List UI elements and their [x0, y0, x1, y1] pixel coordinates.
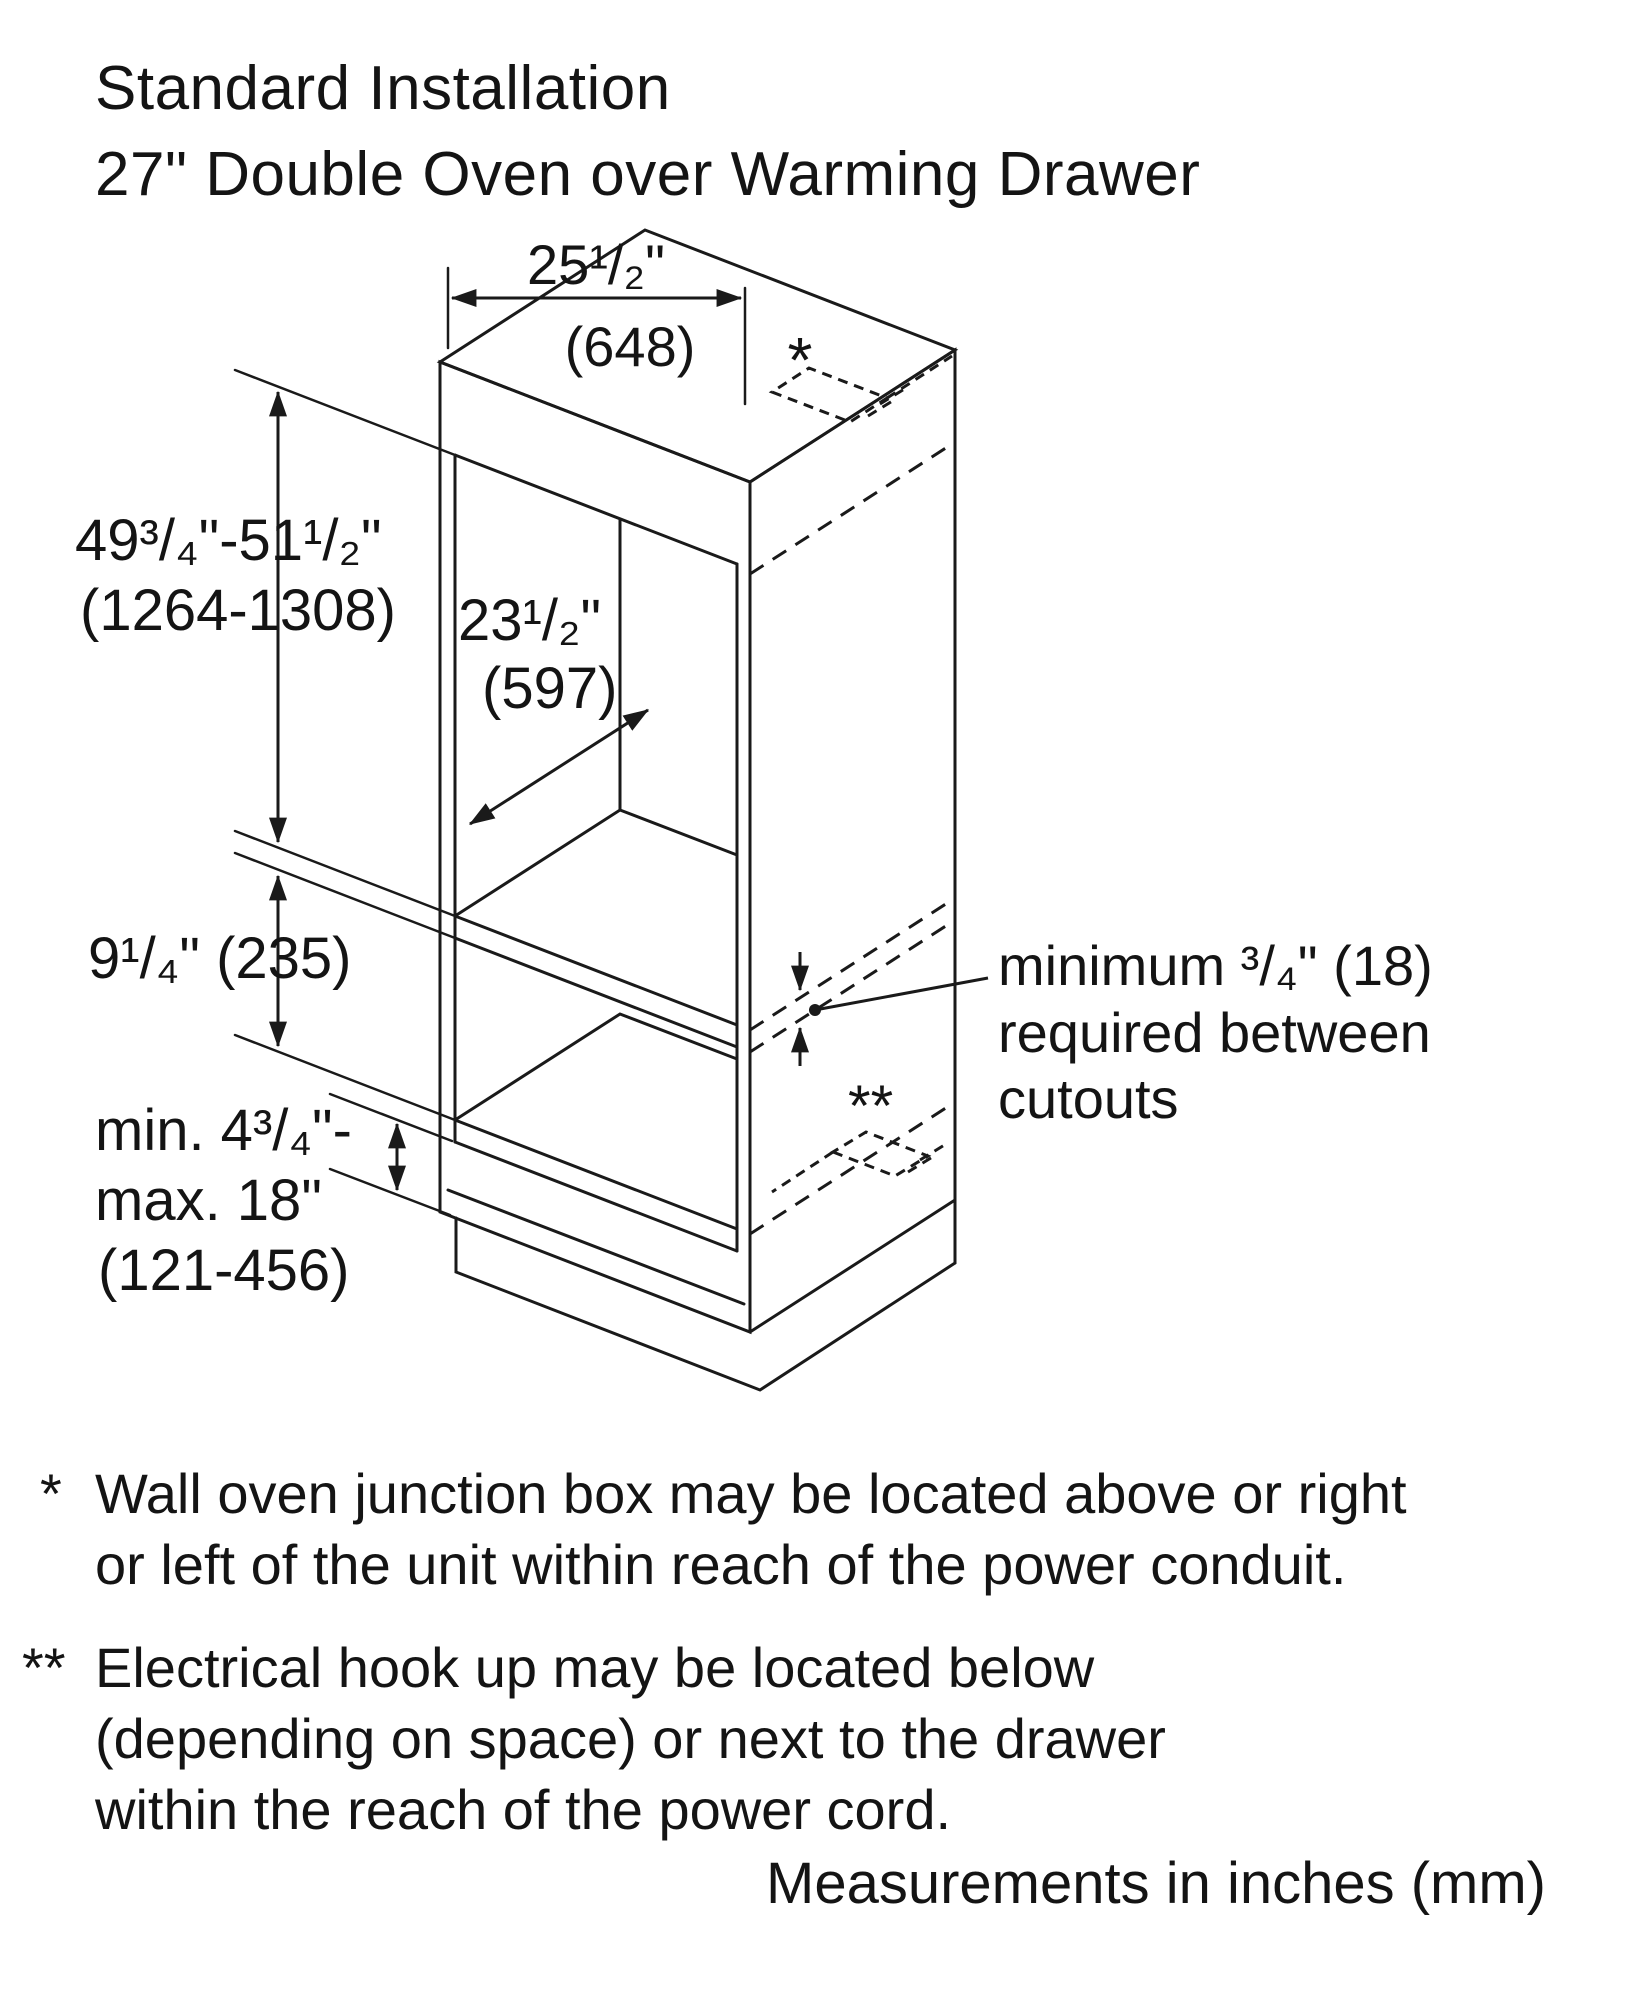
footnote-doublestar-marker: ** [22, 1636, 66, 1699]
dim-cutout-depth-mm: (597) [482, 656, 617, 721]
extension-lines [233, 266, 747, 1217]
footnote-star-marker: * [40, 1462, 62, 1525]
dim-bottom-line1: min. 4³/₄"- [95, 1098, 352, 1163]
units-note: Measurements in inches (mm) [766, 1851, 1546, 1916]
dim-cutout-width-label: 25¹/₂" [527, 233, 665, 296]
junction-box-asterisk: * [788, 324, 813, 396]
title-line-2: 27" Double Oven over Warming Drawer [95, 140, 1201, 209]
hidden-edges [749, 442, 953, 1236]
gap-note-line3: cutouts [998, 1067, 1179, 1130]
page-title: Standard Installation 27" Double Oven ov… [95, 46, 1200, 218]
footnote-doublestar-text: Electrical hook up may be located below … [95, 1632, 1166, 1845]
electrical-box-asterisks: ** [848, 1074, 893, 1139]
cabinet-outline [436, 228, 959, 1392]
footnote-doublestar-line1: Electrical hook up may be located below [95, 1636, 1095, 1699]
dim-bottom-line3: (121-456) [98, 1238, 349, 1303]
dimension-arrows [269, 289, 809, 1192]
gap-leader [809, 976, 989, 1016]
electrical-box-lower [771, 1130, 947, 1194]
footnote-star-text: Wall oven junction box may be located ab… [95, 1458, 1407, 1600]
gap-note-line1: minimum ³/₄" (18) [998, 934, 1433, 997]
footnote-star-line1: Wall oven junction box may be located ab… [95, 1462, 1407, 1525]
footnote-junction-box: * Wall oven junction box may be located … [40, 1458, 1407, 1600]
gap-note-line2: required between [998, 1001, 1431, 1064]
dim-drawer-height-label: 9¹/₄" (235) [88, 926, 351, 991]
junction-box-top [768, 354, 953, 424]
footnote-star-line2: or left of the unit within reach of the … [95, 1533, 1347, 1596]
dim-bottom-line2: max. 18" [95, 1168, 322, 1233]
dim-cutout-depth-label: 23¹/₂" [458, 588, 601, 653]
title-line-1: Standard Installation [95, 54, 671, 123]
dim-oven-height-mm: (1264-1308) [80, 578, 396, 643]
footnote-doublestar-line2: (depending on space) or next to the draw… [95, 1707, 1166, 1770]
dim-oven-height-label: 49³/₄"-51¹/₂" [75, 508, 382, 573]
footnote-electrical: ** Electrical hook up may be located bel… [22, 1632, 1166, 1845]
footnote-doublestar-line3: within the reach of the power cord. [95, 1778, 952, 1841]
dim-cutout-width-mm: (648) [565, 315, 696, 378]
